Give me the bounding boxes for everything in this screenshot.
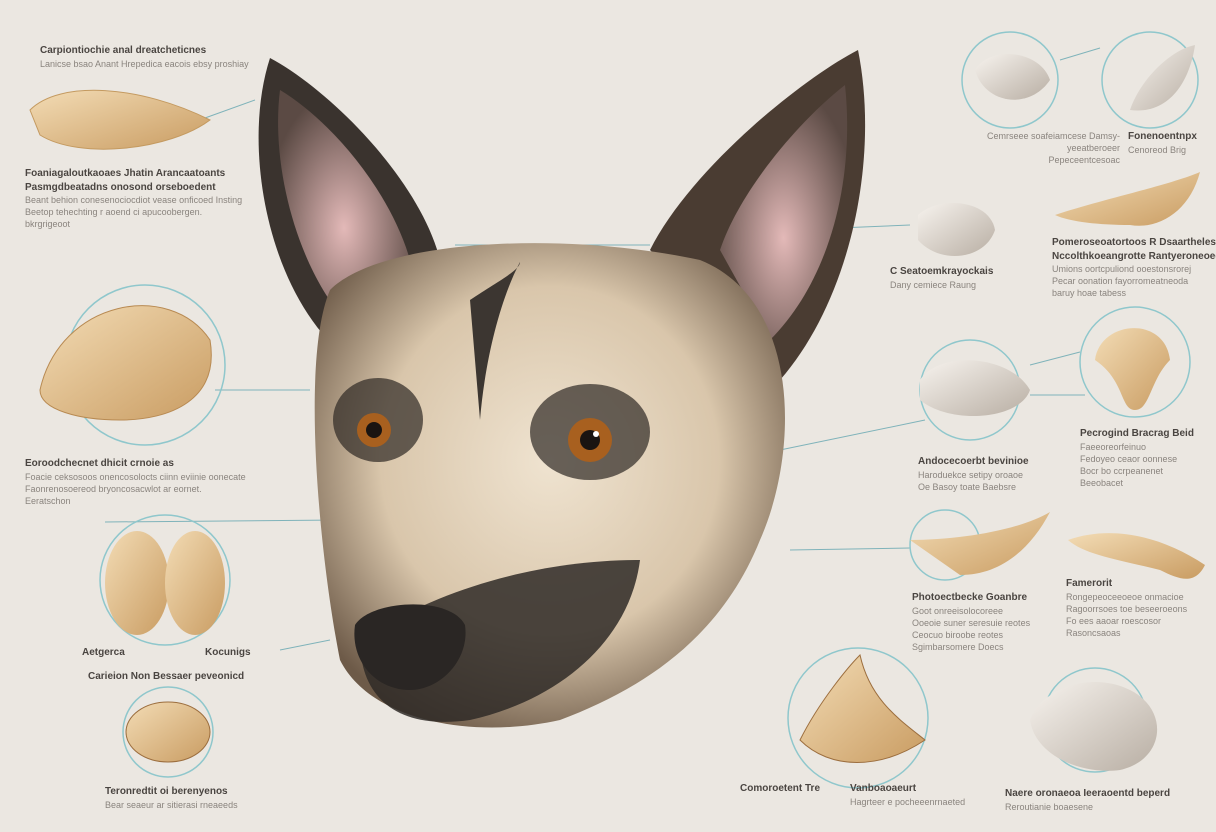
label-heading: Aetgerca — [82, 647, 125, 658]
label-description: Pepeceentcesoac — [1048, 155, 1120, 166]
label-description: Beetop tehechting r aoend ci apucooberge… — [25, 207, 203, 218]
annotation-label: Kocunigs — [205, 646, 251, 660]
label-description: Goot onreeisolocoreee — [912, 605, 1004, 616]
label-description: Eeratschon — [25, 495, 71, 506]
label-description: Beeobacet — [1080, 477, 1124, 488]
label-heading: Vanboaoaeurt — [850, 783, 917, 794]
label-description: Ragoorrsoes toe beseeroeons — [1066, 603, 1188, 614]
label-description: Oe Basoy toate Baebsre — [918, 481, 1017, 492]
label-description: Umions oortcpuliond ooestonsrorej — [1052, 264, 1192, 274]
label-description: Faeeoreorfeinuo — [1080, 441, 1147, 452]
label-heading: Carieion Non Bessaer peveonicd — [88, 671, 245, 682]
dog-head — [258, 50, 866, 728]
label-description: Ceocuo biroobe reotes — [912, 629, 1004, 640]
label-heading: Eoroodchecnet dhicit crnoie as — [25, 458, 174, 469]
label-description: Foacie ceksosoos onencosolocts ciinn evi… — [25, 471, 246, 482]
label-description: Dany cemiece Raung — [890, 279, 977, 290]
label-description: Beant behion conesenociocdiot vease onfi… — [25, 195, 243, 205]
label-heading: Pomeroseoatortoos R Dsaartheles — [1052, 237, 1216, 248]
annotation-label: Cemrseee soafeiamcese Damsy-yeeatberoeer… — [950, 130, 1120, 166]
anatomy-specimens — [29, 31, 1205, 789]
label-heading: Foaniagaloutkaoaes Jhatin Arancaatoants — [25, 168, 226, 179]
label-description: Sgimbarsomere Doecs — [912, 641, 1004, 652]
label-heading: Carpiontiochie anal dreatcheticnes — [40, 45, 207, 56]
label-description: bkrgrigeoot — [25, 219, 71, 230]
label-heading: C Seatoemkrayockais — [890, 266, 994, 277]
label-description: Bocr bo ccrpeanenet — [1080, 465, 1164, 476]
label-description: Hagrteer e pocheeenrnaeted — [850, 796, 966, 807]
label-description: Lanicse bsao Anant Hrepedica eacois ebsy… — [40, 58, 249, 69]
label-heading: Kocunigs — [205, 647, 251, 658]
label-description: Fedoyeo ceaor oonnese — [1080, 453, 1178, 464]
label-description: Pecar oonation fayorromeatneoda — [1052, 276, 1189, 287]
annotation-label: Carieion Non Bessaer peveonicd — [88, 670, 244, 684]
label-description: Ooeoie suner seresuie reotes — [912, 617, 1031, 628]
label-description: Reroutianie boaesene — [1005, 801, 1094, 812]
label-heading: Photoectbecke Goanbre — [912, 592, 1028, 603]
label-description: Fo ees aaoar roescosor — [1066, 615, 1162, 626]
annotation-label: Comoroetent Tre — [740, 782, 820, 796]
label-heading: Famerorit — [1066, 578, 1113, 589]
label-description: Bear seaeur ar sitierasi rneaeeds — [105, 799, 238, 810]
label-heading: Fonenoentnpx — [1128, 131, 1197, 142]
label-heading: Pasmgdbeatadns onosond orseboedent — [25, 181, 216, 193]
label-heading: Andocecoerbt bevinioe — [918, 456, 1029, 467]
label-description: baruy hoae tabess — [1052, 288, 1127, 299]
label-description: Faonrenosoereod bryoncosacwlot ar eornet… — [25, 483, 202, 494]
nose — [354, 604, 466, 690]
label-description: Haroduekce setipy oroaoe — [918, 469, 1024, 480]
label-heading: Naere oronaeoa Ieeraoentd beperd — [1005, 788, 1171, 799]
label-description: Cenoreod Brig — [1128, 144, 1187, 155]
annotation-label: Aetgerca — [82, 646, 125, 660]
label-description: Rasoncsaoas — [1066, 627, 1121, 638]
label-heading: Nccolthkoeangrotte Rantyeroneoed — [1052, 250, 1216, 262]
label-description: Cemrseee soafeiamcese Damsy-yeeatberoeer — [986, 131, 1120, 154]
label-heading: Teronredtit oi berenyenos — [105, 786, 228, 797]
label-heading: Comoroetent Tre — [740, 783, 821, 794]
annotation-label: Eoroodchecnet dhicit crnoie as Foacie cek… — [25, 457, 246, 507]
label-description: Rongepeoceeoeoe onmacioe — [1066, 591, 1184, 602]
label-heading: Pecrogind Bracrag Beid — [1080, 428, 1194, 439]
